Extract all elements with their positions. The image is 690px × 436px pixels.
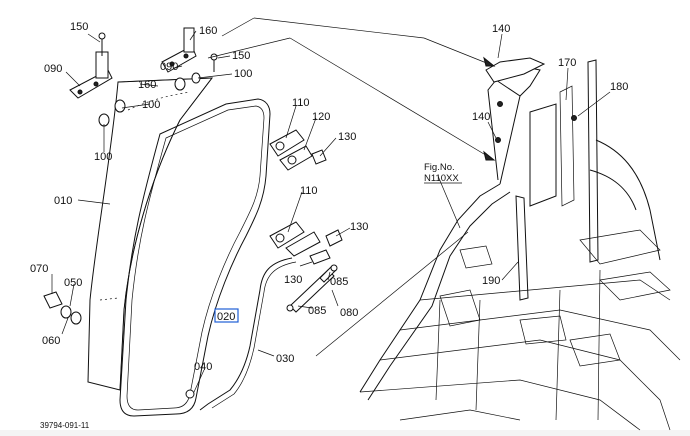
label-085-lower: 085 (308, 305, 326, 317)
upper-hinge (69, 32, 113, 99)
label-120: 120 (312, 111, 330, 123)
handle-rod (199, 257, 297, 411)
fig-ref-line2: N110XX (424, 173, 459, 184)
label-060: 060 (42, 335, 60, 347)
latch-plate-upper (269, 129, 327, 171)
label-085-upper: 085 (330, 276, 348, 288)
label-100-left: 100 (142, 99, 160, 111)
cab-frame (359, 57, 681, 431)
label-010: 010 (54, 195, 72, 207)
label-030: 030 (276, 353, 294, 365)
label-110-upper: 110 (292, 97, 310, 109)
gas-strut (286, 249, 338, 313)
middle-hinge (161, 27, 218, 73)
figure-reference: Fig.No. N110XX (424, 162, 462, 184)
washers (98, 72, 201, 127)
fig-ref-line1: Fig.No. (424, 162, 455, 173)
label-190: 190 (482, 275, 500, 287)
part-labels: 150 160 150 090 090 160 100 100 100 110 … (30, 21, 628, 373)
label-070: 070 (30, 263, 48, 275)
label-160-top: 160 (199, 25, 217, 37)
label-130-mid: 130 (350, 221, 368, 233)
leader-lines (51, 17, 611, 393)
lower-bolt-assembly (43, 291, 195, 399)
label-140-top: 140 (492, 23, 510, 35)
label-040: 040 (194, 361, 212, 373)
label-020: 020 (217, 311, 235, 323)
label-130-lower: 130 (284, 274, 302, 286)
label-100-bottom: 100 (94, 151, 112, 163)
highlight-box-020 (214, 308, 239, 323)
latch-plate-lower (269, 221, 343, 257)
label-090-left: 090 (44, 63, 62, 75)
bottom-band (0, 430, 690, 436)
label-150-right: 150 (232, 50, 250, 62)
label-100-top: 100 (234, 68, 252, 80)
drawing-number: 39794-091-11 (40, 421, 90, 430)
label-080: 080 (340, 307, 358, 319)
label-130-upper: 130 (338, 131, 356, 143)
label-170: 170 (558, 57, 576, 69)
label-140-mid: 140 (472, 111, 490, 123)
label-180: 180 (610, 81, 628, 93)
label-150-top: 150 (70, 21, 88, 33)
label-050: 050 (64, 277, 82, 289)
label-160-middle: 160 (138, 79, 156, 91)
label-110-lower: 110 (300, 185, 318, 197)
label-090-middle: 090 (160, 61, 178, 73)
